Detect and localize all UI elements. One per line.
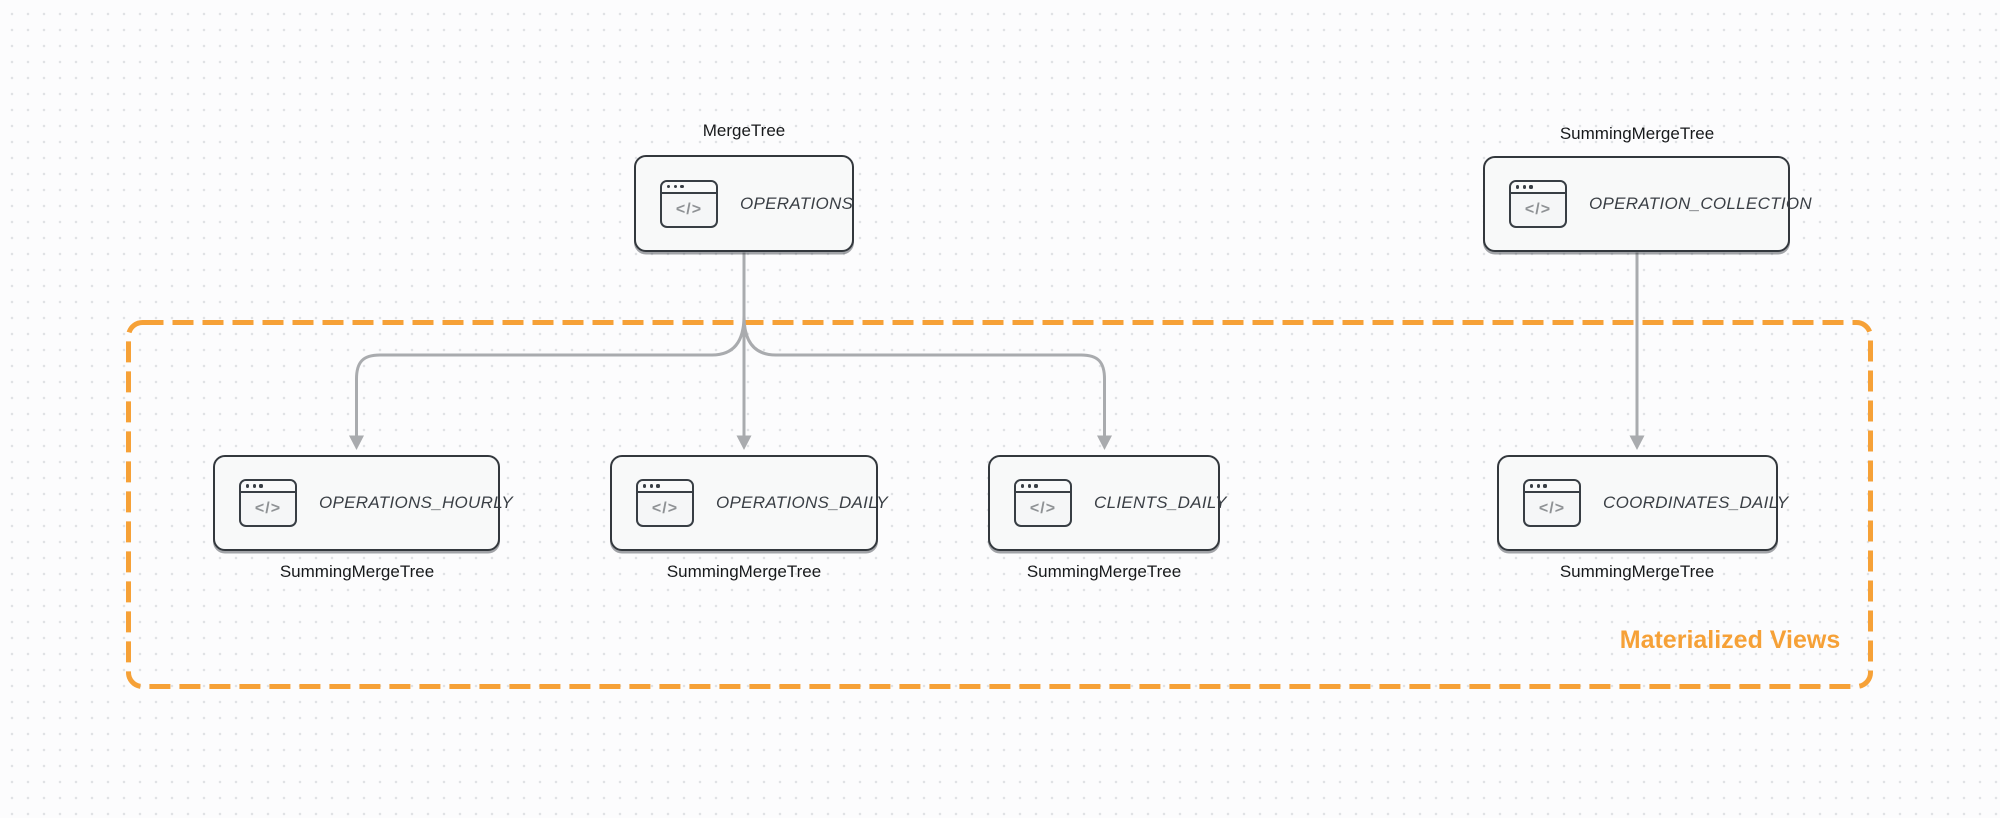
window-dots-icon bbox=[1511, 182, 1565, 194]
table-node-operations-hourly[interactable]: </> OPERATIONS_HOURLY bbox=[213, 455, 513, 551]
table-node-operation-collection[interactable]: </> OPERATION_COLLECTION bbox=[1483, 156, 1812, 252]
engine-label-operation-collection: SummingMergeTree bbox=[1559, 124, 1715, 143]
code-window-icon: </> bbox=[1014, 479, 1072, 527]
table-name: OPERATIONS_HOURLY bbox=[319, 493, 514, 512]
materialized-views-group-box bbox=[126, 320, 1873, 689]
table-node-coordinates-daily[interactable]: </> COORDINATES_DAILY bbox=[1497, 455, 1788, 551]
code-window-icon: </> bbox=[239, 479, 297, 527]
table-name: COORDINATES_DAILY bbox=[1603, 493, 1789, 512]
code-window-icon: </> bbox=[660, 179, 718, 228]
table-node-operations[interactable]: </> OPERATIONS bbox=[634, 155, 854, 252]
code-glyph: </> bbox=[1538, 500, 1566, 517]
engine-label-operations-hourly: SummingMergeTree bbox=[279, 562, 435, 581]
code-glyph: </> bbox=[651, 500, 679, 517]
code-window-icon: </> bbox=[636, 479, 694, 527]
table-name: OPERATIONS bbox=[740, 193, 854, 213]
engine-label-clients-daily: SummingMergeTree bbox=[1026, 562, 1182, 581]
window-dots-icon bbox=[241, 481, 295, 493]
engine-label-coordinates-daily: SummingMergeTree bbox=[1559, 562, 1715, 581]
materialized-views-label: Materialized Views bbox=[1619, 626, 1841, 654]
code-glyph: </> bbox=[675, 200, 703, 218]
edge-operations-to-operations-hourly bbox=[355, 252, 746, 436]
table-node-operations-daily[interactable]: </> OPERATIONS_DAILY bbox=[610, 455, 888, 551]
code-glyph: </> bbox=[1524, 201, 1552, 218]
code-window-icon: </> bbox=[1523, 479, 1581, 527]
arrowhead-icon bbox=[349, 435, 364, 450]
window-dots-icon bbox=[1016, 481, 1070, 493]
code-glyph: </> bbox=[1029, 500, 1057, 517]
table-node-clients-daily[interactable]: </> CLIENTS_DAILY bbox=[988, 455, 1226, 551]
table-name: OPERATION_COLLECTION bbox=[1589, 194, 1812, 213]
window-dots-icon bbox=[638, 481, 692, 493]
code-glyph: </> bbox=[254, 500, 282, 517]
code-window-icon: </> bbox=[1509, 180, 1567, 228]
engine-label-operations-daily: SummingMergeTree bbox=[666, 562, 822, 581]
table-name: OPERATIONS_DAILY bbox=[716, 493, 889, 512]
engine-label-operations: MergeTree bbox=[702, 121, 786, 140]
edge-operations-to-clients-daily bbox=[742, 252, 1106, 436]
table-name: CLIENTS_DAILY bbox=[1094, 493, 1227, 512]
arrowhead-icon bbox=[1097, 435, 1112, 450]
arrowhead-icon bbox=[736, 435, 752, 450]
arrowhead-icon bbox=[1629, 435, 1645, 450]
window-dots-icon bbox=[662, 181, 716, 194]
window-dots-icon bbox=[1525, 481, 1579, 493]
